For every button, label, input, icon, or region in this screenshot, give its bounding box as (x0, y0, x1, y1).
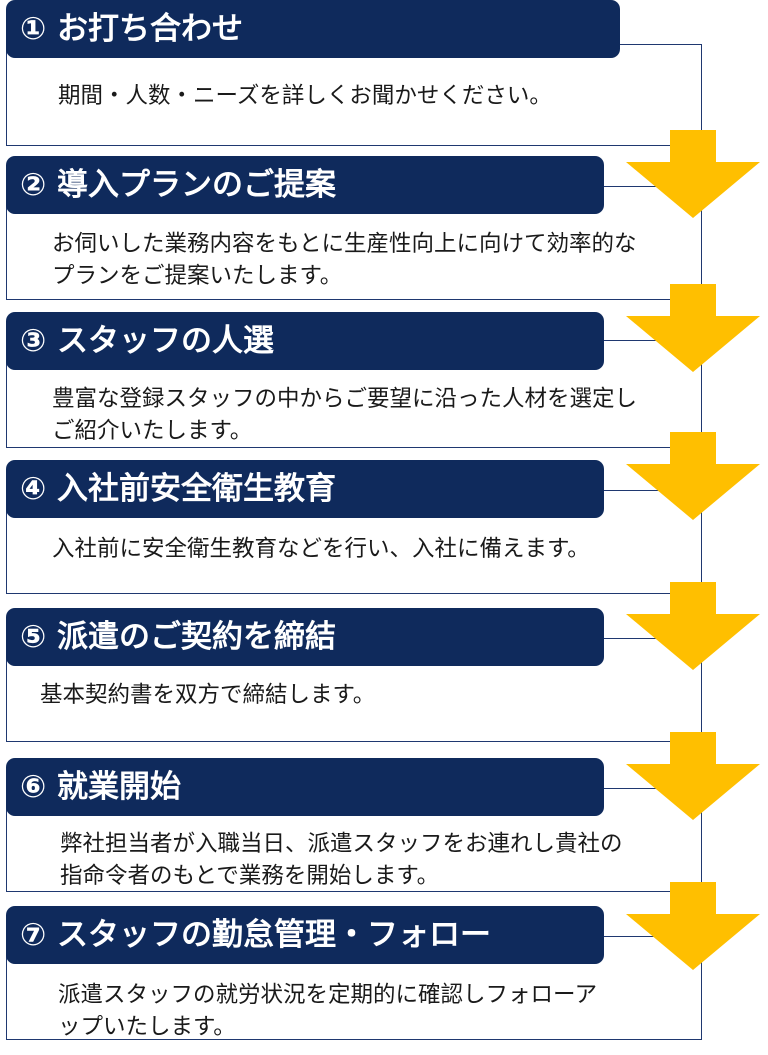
down-arrow-icon (626, 882, 760, 970)
step-7-title: ⑦ スタッフの勤怠管理・フォロー (20, 917, 492, 953)
step-6-line-1: 弊社担当者が入職当日、派遣スタッフをお連れし貴社の (60, 831, 623, 857)
step-7-line-2: ップいたします。 (58, 1014, 236, 1040)
step-2-header: ② 導入プランのご提案 (6, 156, 604, 214)
step-5-line-1: 基本契約書を双方で締結します。 (40, 682, 376, 708)
step-3-description: 豊富な登録スタッフの中からご要望に沿った人材を選定し ご紹介いたします。 (52, 383, 637, 447)
down-arrow-icon (626, 582, 760, 670)
step-5-header: ⑤ 派遣のご契約を締結 (6, 608, 604, 666)
step-4-line-1: 入社前に安全衛生教育などを行い、入社に備えます。 (52, 536, 590, 562)
step-1-title: ① お打ち合わせ (20, 11, 244, 47)
step-5-title: ⑤ 派遣のご契約を締結 (20, 619, 337, 655)
step-3-header: ③ スタッフの人選 (6, 312, 604, 370)
step-2-title: ② 導入プランのご提案 (20, 167, 337, 203)
step-1-description: 期間・人数・ニーズを詳しくお聞かせください。 (58, 80, 552, 112)
step-3-line-2: ご紹介いたします。 (52, 418, 253, 444)
down-arrow-icon (626, 284, 760, 372)
step-4-header: ④ 入社前安全衛生教育 (6, 460, 604, 518)
step-1-box (6, 44, 702, 146)
down-arrow-icon (626, 130, 760, 218)
step-7-header: ⑦ スタッフの勤怠管理・フォロー (6, 906, 604, 964)
step-1-header: ① お打ち合わせ (6, 0, 620, 58)
step-1-line-1: 期間・人数・ニーズを詳しくお聞かせください。 (58, 83, 552, 109)
step-5-description: 基本契約書を双方で締結します。 (40, 679, 375, 711)
step-3-line-1: 豊富な登録スタッフの中からご要望に沿った人材を選定し (52, 386, 638, 412)
step-6-header: ⑥ 就業開始 (6, 758, 604, 816)
step-2-line-1: お伺いした業務内容をもとに生産性向上に向けて効率的な (52, 231, 637, 257)
step-4-title: ④ 入社前安全衛生教育 (20, 471, 337, 507)
step-7-description: 派遣スタッフの就労状況を定期的に確認しフォローア ップいたします。 (58, 979, 597, 1043)
down-arrow-icon (626, 732, 760, 820)
step-7-line-1: 派遣スタッフの就労状況を定期的に確認しフォローア (58, 982, 598, 1008)
step-4-description: 入社前に安全衛生教育などを行い、入社に備えます。 (52, 533, 590, 565)
down-arrow-icon (626, 432, 760, 520)
step-3-title: ③ スタッフの人選 (20, 323, 275, 359)
step-2-description: お伺いした業務内容をもとに生産性向上に向けて効率的な プランをご提案いたします。 (52, 228, 637, 292)
step-6-title: ⑥ 就業開始 (20, 769, 182, 805)
step-2-line-2: プランをご提案いたします。 (52, 263, 343, 289)
step-6-line-2: 指命令者のもとで業務を開始します。 (60, 863, 440, 889)
step-6-description: 弊社担当者が入職当日、派遣スタッフをお連れし貴社の 指命令者のもとで業務を開始し… (60, 828, 623, 892)
